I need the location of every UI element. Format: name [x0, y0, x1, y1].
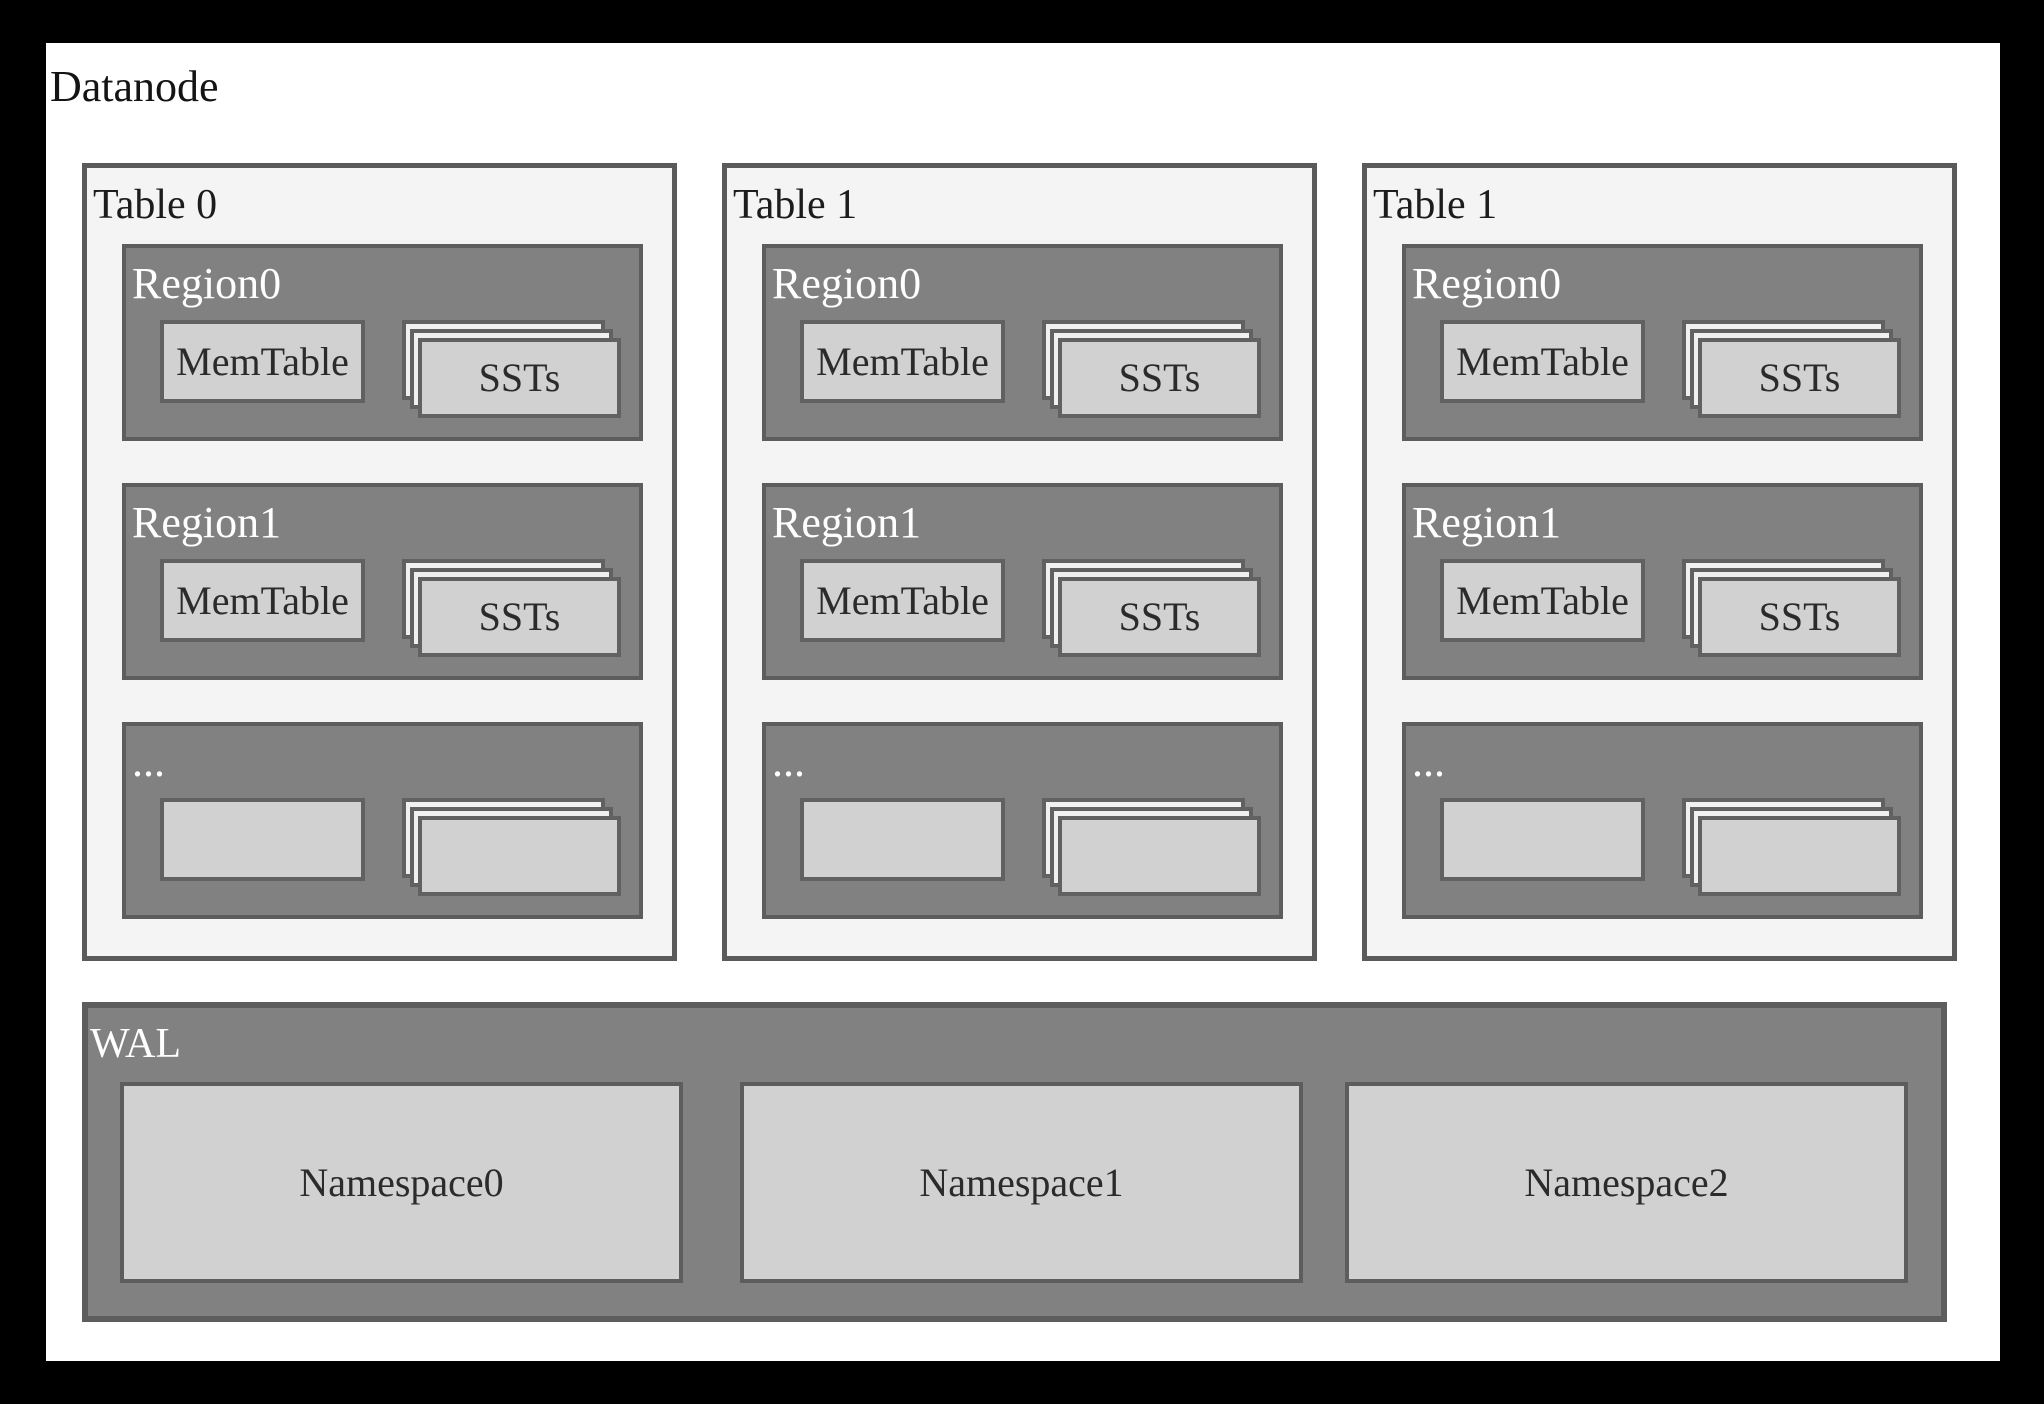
ssts-stack: SSTs	[402, 559, 621, 657]
ssts-stack: SSTs	[1042, 320, 1261, 418]
memtable-box: MemTable	[1440, 559, 1645, 642]
region-box: Region1 MemTable SSTs	[762, 483, 1283, 680]
region-box-more: ...	[762, 722, 1283, 919]
region-label: ...	[1412, 737, 1445, 786]
ssts-stack: SSTs	[402, 320, 621, 418]
ssts-label: SSTs	[478, 594, 561, 639]
page-title: Datanode	[50, 62, 219, 111]
regions-column: Region0 MemTable SSTs Region1 MemTable	[122, 244, 643, 919]
region-label: Region0	[132, 259, 282, 308]
memtable-label: MemTable	[816, 577, 989, 623]
namespace-box-1: Namespace1	[740, 1082, 1303, 1283]
ssts-label: SSTs	[1118, 355, 1201, 400]
ssts-label: SSTs	[1118, 594, 1201, 639]
memtable-box: MemTable	[800, 320, 1005, 403]
region-box-more: ...	[1402, 722, 1923, 919]
region-box-more: ...	[122, 722, 643, 919]
regions-column: Region0 MemTable SSTs Region1 MemTable	[762, 244, 1283, 919]
memtable-label: MemTable	[816, 338, 989, 384]
namespace-label: Namespace1	[919, 1159, 1124, 1205]
region-label: ...	[132, 737, 165, 786]
ssts-label: SSTs	[1758, 594, 1841, 639]
table-label: Table 1	[733, 182, 858, 228]
region-label: Region1	[1412, 498, 1562, 547]
memtable-box-empty	[160, 798, 365, 881]
tables-row: Table 0 Region0 MemTable SSTs Region1 Me	[82, 163, 1957, 961]
table-box-2: Table 1 Region0 MemTable SSTs Region1 Me	[1362, 163, 1957, 961]
ssts-card-front: SSTs	[1058, 338, 1261, 418]
region-box: Region1 MemTable SSTs	[1402, 483, 1923, 680]
memtable-box: MemTable	[160, 320, 365, 403]
region-box: Region1 MemTable SSTs	[122, 483, 643, 680]
datanode-panel: Datanode Table 0 Region0 MemTable SSTs	[46, 43, 2000, 1361]
ssts-stack-empty	[402, 798, 621, 896]
memtable-box-empty	[800, 798, 1005, 881]
ssts-card-front: SSTs	[418, 338, 621, 418]
ssts-label: SSTs	[1758, 355, 1841, 400]
memtable-label: MemTable	[1456, 577, 1629, 623]
memtable-box: MemTable	[1440, 320, 1645, 403]
wal-label: WAL	[90, 1021, 181, 1067]
ssts-card-front: SSTs	[1698, 338, 1901, 418]
region-label: Region0	[772, 259, 922, 308]
memtable-label: MemTable	[1456, 338, 1629, 384]
table-label: Table 0	[93, 182, 218, 228]
namespace-label: Namespace0	[299, 1159, 504, 1205]
region-label: ...	[772, 737, 805, 786]
table-box-0: Table 0 Region0 MemTable SSTs Region1 Me	[82, 163, 677, 961]
ssts-card-front	[418, 816, 621, 896]
region-label: Region0	[1412, 259, 1562, 308]
table-label: Table 1	[1373, 182, 1498, 228]
ssts-card-front	[1698, 816, 1901, 896]
region-label: Region1	[132, 498, 282, 547]
ssts-stack: SSTs	[1682, 320, 1901, 418]
region-label: Region1	[772, 498, 922, 547]
ssts-stack: SSTs	[1682, 559, 1901, 657]
namespace-label: Namespace2	[1524, 1159, 1729, 1205]
ssts-card-front	[1058, 816, 1261, 896]
region-box: Region0 MemTable SSTs	[762, 244, 1283, 441]
memtable-box-empty	[1440, 798, 1645, 881]
ssts-stack: SSTs	[1042, 559, 1261, 657]
ssts-card-front: SSTs	[1058, 577, 1261, 657]
namespace-box-0: Namespace0	[120, 1082, 683, 1283]
namespace-box-2: Namespace2	[1345, 1082, 1908, 1283]
memtable-box: MemTable	[160, 559, 365, 642]
wal-box: WAL Namespace0 Namespace1 Namespace2	[82, 1002, 1947, 1322]
region-box: Region0 MemTable SSTs	[1402, 244, 1923, 441]
ssts-label: SSTs	[478, 355, 561, 400]
table-box-1: Table 1 Region0 MemTable SSTs Region1 Me	[722, 163, 1317, 961]
ssts-card-front: SSTs	[418, 577, 621, 657]
region-box: Region0 MemTable SSTs	[122, 244, 643, 441]
ssts-stack-empty	[1682, 798, 1901, 896]
ssts-card-front: SSTs	[1698, 577, 1901, 657]
regions-column: Region0 MemTable SSTs Region1 MemTable	[1402, 244, 1923, 919]
memtable-box: MemTable	[800, 559, 1005, 642]
ssts-stack-empty	[1042, 798, 1261, 896]
memtable-label: MemTable	[176, 338, 349, 384]
memtable-label: MemTable	[176, 577, 349, 623]
